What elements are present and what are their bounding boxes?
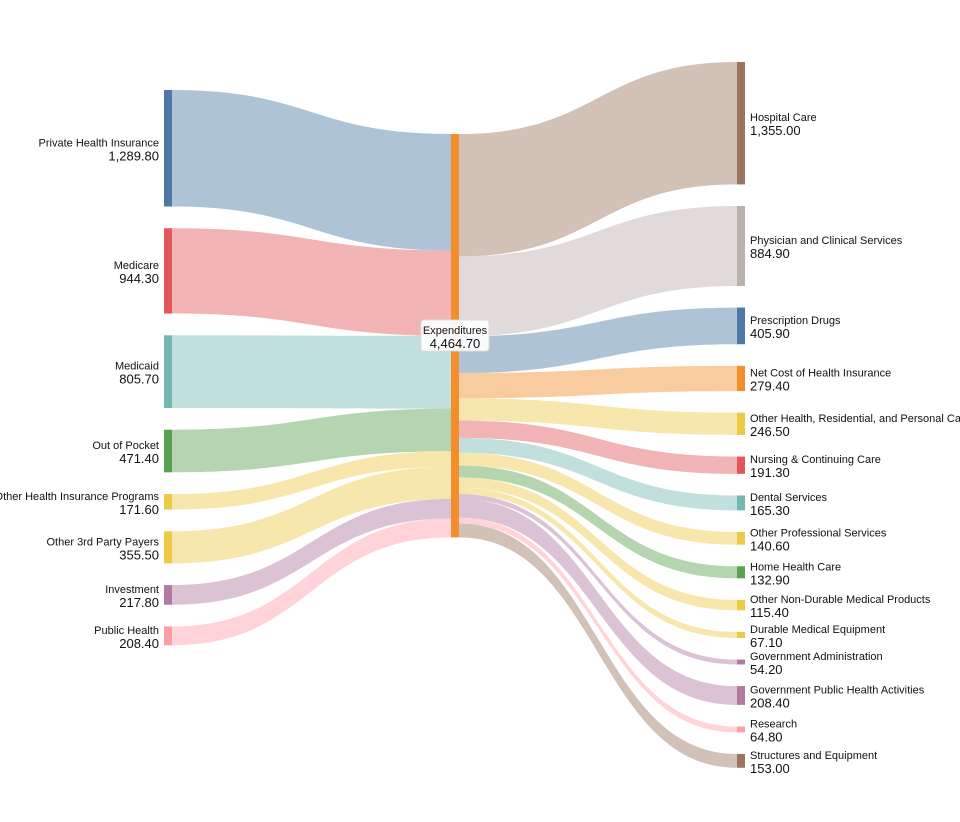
target-durable-medical-equipment-value-label: 67.10 bbox=[750, 635, 783, 650]
source-medicare-name-label: Medicare bbox=[114, 260, 159, 272]
source-out-of-pocket-name-label: Out of Pocket bbox=[92, 440, 159, 452]
link-expenditures-to-research bbox=[459, 517, 737, 733]
source-medicare-node bbox=[164, 228, 172, 314]
link-expenditures-to-other-non-durable-medical-products bbox=[459, 477, 737, 611]
link-expenditures-to-other-professional-services bbox=[459, 452, 737, 545]
target-prescription-drugs-name-label: Prescription Drugs bbox=[750, 315, 841, 327]
link-expenditures-to-government-public-health-activities bbox=[459, 498, 737, 705]
target-government-public-health-activities-name-label: Government Public Health Activities bbox=[750, 684, 925, 696]
target-government-administration-value-label: 54.20 bbox=[750, 662, 783, 677]
source-public-health-value-label: 208.40 bbox=[119, 636, 159, 651]
link-other-3rd-party-payers-to-expenditures bbox=[172, 466, 451, 564]
center-label-box bbox=[420, 319, 490, 352]
target-nursing-and-continuing-care-node bbox=[737, 456, 745, 474]
target-research-name-label: Research bbox=[750, 718, 797, 730]
source-public-health-node bbox=[164, 626, 172, 646]
target-government-public-health-activities-node bbox=[737, 686, 745, 705]
target-government-public-health-activities-value-label: 208.40 bbox=[750, 695, 790, 710]
target-structures-and-equipment-value-label: 153.00 bbox=[750, 761, 790, 776]
link-expenditures-to-home-health-care bbox=[459, 465, 737, 579]
link-expenditures-to-durable-medical-equipment bbox=[459, 487, 737, 638]
target-dental-services-value-label: 165.30 bbox=[750, 503, 790, 518]
center-expenditures-name-label: Expenditures bbox=[423, 325, 488, 337]
link-expenditures-to-structures-and-equipment bbox=[459, 523, 737, 768]
source-medicaid-name-label: Medicaid bbox=[115, 361, 159, 373]
source-investment-name-label: Investment bbox=[105, 584, 159, 596]
target-nursing-and-continuing-care-value-label: 191.30 bbox=[750, 465, 790, 480]
target-government-administration-node bbox=[737, 659, 745, 665]
target-research-value-label: 64.80 bbox=[750, 729, 783, 744]
link-medicaid-to-expenditures bbox=[172, 335, 451, 409]
target-other-non-durable-medical-products-value-label: 115.40 bbox=[750, 605, 789, 620]
link-private-health-insurance-to-expenditures bbox=[172, 90, 451, 251]
source-other-3rd-party-payers-name-label: Other 3rd Party Payers bbox=[47, 536, 160, 548]
target-other-professional-services-value-label: 140.60 bbox=[750, 538, 790, 553]
target-nursing-and-continuing-care-name-label: Nursing & Continuing Care bbox=[750, 454, 881, 466]
target-home-health-care-value-label: 132.90 bbox=[750, 572, 790, 587]
target-net-cost-of-health-insurance-name-label: Net Cost of Health Insurance bbox=[750, 367, 891, 379]
source-out-of-pocket-value-label: 471.40 bbox=[119, 451, 159, 466]
source-other-health-insurance-programs-name-label: Other Health Insurance Programs bbox=[0, 491, 159, 503]
target-other-professional-services-name-label: Other Professional Services bbox=[750, 527, 887, 539]
target-dental-services-name-label: Dental Services bbox=[750, 492, 828, 504]
source-out-of-pocket-node bbox=[164, 429, 172, 473]
link-out-of-pocket-to-expenditures bbox=[172, 408, 451, 473]
link-investment-to-expenditures bbox=[172, 498, 451, 605]
target-physician-and-clinical-services-value-label: 884.90 bbox=[750, 246, 790, 261]
target-net-cost-of-health-insurance-node bbox=[737, 365, 745, 392]
source-other-health-insurance-programs-node bbox=[164, 494, 172, 510]
source-other-health-insurance-programs-value-label: 171.60 bbox=[119, 502, 159, 517]
target-government-administration-name-label: Government Administration bbox=[750, 651, 883, 663]
target-prescription-drugs-value-label: 405.90 bbox=[750, 326, 790, 341]
target-hospital-care-name-label: Hospital Care bbox=[750, 112, 817, 124]
source-private-health-insurance-node bbox=[164, 90, 172, 207]
target-hospital-care-value-label: 1,355.00 bbox=[750, 123, 801, 138]
link-expenditures-to-nursing-and-continuing-care bbox=[459, 420, 737, 474]
source-other-3rd-party-payers-value-label: 355.50 bbox=[119, 547, 159, 562]
target-durable-medical-equipment-node bbox=[737, 631, 745, 638]
link-other-health-insurance-programs-to-expenditures bbox=[172, 451, 451, 510]
link-expenditures-to-prescription-drugs bbox=[459, 307, 737, 374]
source-private-health-insurance-value-label: 1,289.80 bbox=[108, 148, 159, 163]
target-other-health-residential-and-personal-care-value-label: 246.50 bbox=[750, 424, 790, 439]
target-net-cost-of-health-insurance-value-label: 279.40 bbox=[750, 378, 790, 393]
target-home-health-care-name-label: Home Health Care bbox=[750, 561, 841, 573]
source-investment-value-label: 217.80 bbox=[119, 595, 159, 610]
target-other-health-residential-and-personal-care-node bbox=[737, 412, 745, 435]
sankey-links bbox=[172, 62, 737, 768]
target-research-node bbox=[737, 726, 745, 733]
target-other-non-durable-medical-products-node bbox=[737, 599, 745, 611]
link-expenditures-to-hospital-care bbox=[459, 62, 737, 257]
link-expenditures-to-net-cost-of-health-insurance bbox=[459, 365, 737, 399]
source-private-health-insurance-name-label: Private Health Insurance bbox=[39, 137, 159, 149]
target-dental-services-node bbox=[737, 495, 745, 511]
link-expenditures-to-dental-services bbox=[459, 437, 737, 511]
source-medicare-value-label: 944.30 bbox=[119, 271, 159, 286]
source-investment-node bbox=[164, 585, 172, 605]
source-public-health-name-label: Public Health bbox=[94, 625, 159, 637]
target-other-professional-services-node bbox=[737, 531, 745, 545]
target-home-health-care-node bbox=[737, 566, 745, 579]
link-expenditures-to-other-health-residential-and-personal-care bbox=[459, 398, 737, 435]
link-expenditures-to-physician-and-clinical-services bbox=[459, 206, 737, 337]
source-medicaid-node bbox=[164, 335, 172, 409]
target-physician-and-clinical-services-name-label: Physician and Clinical Services bbox=[750, 235, 903, 247]
link-public-health-to-expenditures bbox=[172, 518, 451, 646]
source-medicaid-value-label: 805.70 bbox=[119, 372, 159, 387]
target-other-non-durable-medical-products-name-label: Other Non-Durable Medical Products bbox=[750, 594, 931, 606]
sankey-labels: Private Health Insurance1,289.80Medicare… bbox=[0, 112, 960, 776]
link-expenditures-to-government-administration bbox=[459, 493, 737, 665]
center-expenditures-value-label: 4,464.70 bbox=[430, 336, 481, 351]
target-prescription-drugs-node bbox=[737, 307, 745, 345]
target-other-health-residential-and-personal-care-name-label: Other Health, Residential, and Personal … bbox=[750, 413, 960, 425]
target-structures-and-equipment-node bbox=[737, 753, 745, 768]
target-durable-medical-equipment-name-label: Durable Medical Equipment bbox=[750, 624, 885, 636]
target-hospital-care-node bbox=[737, 62, 745, 185]
target-physician-and-clinical-services-node bbox=[737, 206, 745, 286]
link-medicare-to-expenditures bbox=[172, 228, 451, 336]
source-other-3rd-party-payers-node bbox=[164, 531, 172, 564]
target-structures-and-equipment-name-label: Structures and Equipment bbox=[750, 750, 877, 762]
